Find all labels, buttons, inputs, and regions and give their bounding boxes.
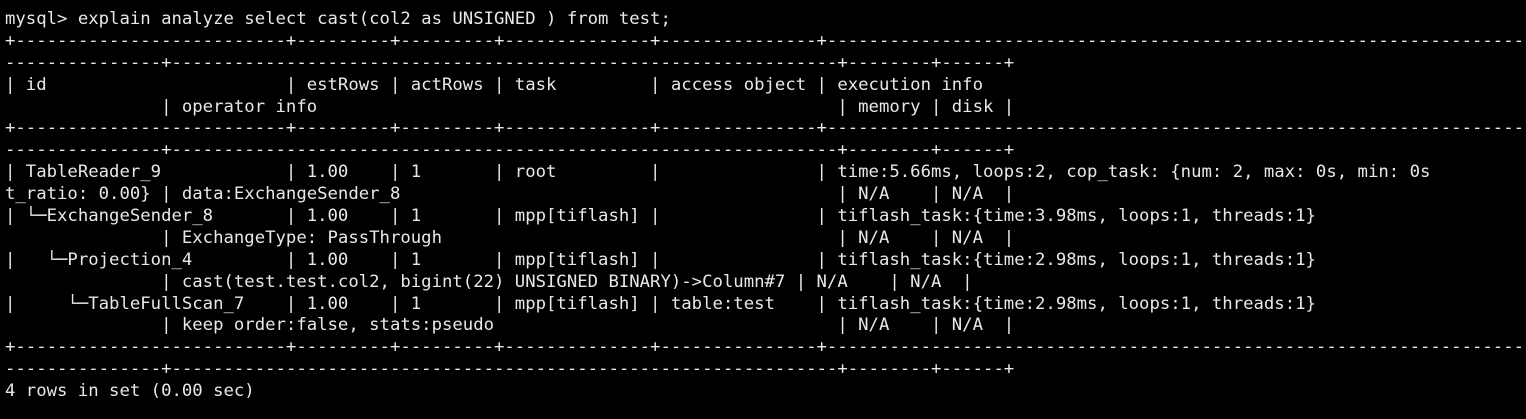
table-row-projection: | └─Projection_4 | 1.00 | 1 | mpp[tiflas… — [5, 249, 1316, 270]
table-header-separator: +--------------------------+---------+--… — [5, 118, 1526, 139]
table-border-top: +--------------------------+---------+--… — [5, 30, 1526, 51]
table-border-bottom-wrap: ---------------+------------------------… — [5, 359, 1015, 380]
table-row-tablereader: | TableReader_9 | 1.00 | 1 | root | | ti… — [5, 162, 1431, 183]
table-row-exchangesender: | └─ExchangeSender_8 | 1.00 | 1 | mpp[ti… — [5, 206, 1316, 227]
table-header-row-wrap: | operator info | memory | disk | — [5, 96, 1015, 117]
table-header-row: | id | estRows | actRows | task | access… — [5, 74, 983, 95]
table-row-tablefullscan-wrap: | keep order:false, stats:pseudo | N/A |… — [5, 315, 1015, 336]
table-row-tablefullscan: | └─TableFullScan_7 | 1.00 | 1 | mpp[tif… — [5, 293, 1316, 314]
table-header-separator-wrap: ---------------+------------------------… — [5, 140, 1015, 161]
table-border-bottom: +--------------------------+---------+--… — [5, 337, 1526, 358]
result-summary: 4 rows in set (0.00 sec) — [5, 381, 255, 402]
table-row-tablereader-wrap: t_ratio: 0.00} | data:ExchangeSender_8 |… — [5, 184, 1015, 205]
table-row-projection-wrap: | cast(test.test.col2, bigint(22) UNSIGN… — [5, 271, 973, 292]
table-border-top-wrap: ---------------+------------------------… — [5, 52, 1015, 73]
table-row-exchangesender-wrap: | ExchangeType: PassThrough | N/A | N/A … — [5, 227, 1015, 248]
command-prompt-line: mysql> explain analyze select cast(col2 … — [5, 9, 671, 29]
